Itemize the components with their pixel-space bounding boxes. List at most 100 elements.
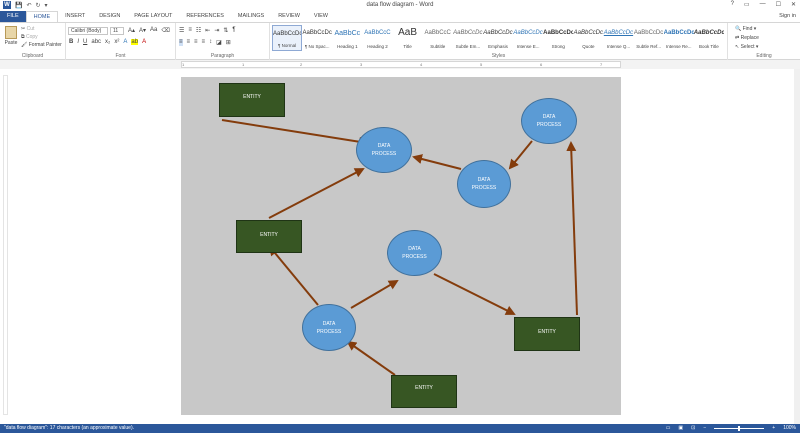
- style-title[interactable]: AaB Title: [393, 25, 423, 51]
- tab-insert[interactable]: INSERT: [65, 13, 86, 19]
- read-mode-icon[interactable]: ▭: [665, 425, 671, 431]
- style-intense-emphasis[interactable]: AaBbCcDc Intense E...: [513, 25, 543, 51]
- text-effects-icon[interactable]: A: [123, 39, 128, 45]
- zoom-in-button[interactable]: +: [772, 425, 776, 431]
- italic-button[interactable]: I: [77, 39, 80, 45]
- maximize-button[interactable]: ☐: [775, 2, 781, 8]
- sort-icon[interactable]: ⇅: [223, 28, 229, 34]
- font-family-select[interactable]: Calibri (Body): [68, 27, 108, 35]
- style-heading-2[interactable]: AaBbCcC Heading 2: [362, 25, 392, 51]
- zoom-out-button[interactable]: −: [703, 425, 707, 431]
- vertical-ruler[interactable]: [3, 75, 8, 415]
- paragraph-row-1: ☰ ≡ ☷ ⇤ ⇥ ⇅ ¶: [179, 27, 236, 34]
- clear-format-icon[interactable]: ⌫: [161, 28, 170, 34]
- format-painter-button[interactable]: 🖌 Format Painter: [21, 42, 62, 48]
- underline-button[interactable]: U: [83, 39, 88, 45]
- style-subtle-emphasis[interactable]: AaBbCcDc Subtle Em...: [453, 25, 483, 51]
- zoom-slider-thumb[interactable]: [738, 426, 741, 431]
- editing-items: 🔍 Find ▾ ⇄ Replace ↖ Select ▾: [735, 25, 759, 52]
- entity-3[interactable]: ENTITY: [514, 317, 580, 351]
- subscript-icon[interactable]: x₂: [105, 39, 111, 45]
- entity-4[interactable]: ENTITY: [391, 375, 457, 408]
- style-intense-reference[interactable]: AaBbCcDc Intense Re...: [664, 25, 694, 51]
- help-button[interactable]: ?: [730, 1, 734, 7]
- customize-qat-icon[interactable]: ▾: [44, 2, 48, 9]
- style-preview: AaBbCcDc: [302, 30, 332, 36]
- replace-button[interactable]: ⇄ Replace: [735, 35, 759, 41]
- style-subtitle[interactable]: AaBbCcC Subtitle: [423, 25, 453, 51]
- style-preview: AaBbCcDc: [663, 30, 694, 36]
- horizontal-ruler[interactable]: 1 1 2 3 4 5 6 7: [181, 61, 621, 68]
- sign-in-link[interactable]: Sign in: [779, 13, 796, 19]
- grow-font-icon[interactable]: A▴: [128, 28, 136, 34]
- style-emphasis[interactable]: AaBbCcDc Emphasis: [483, 25, 513, 51]
- copy-button[interactable]: ⧉ Copy: [21, 34, 38, 40]
- font-size-select[interactable]: 11: [110, 27, 124, 35]
- quick-access-toolbar: W 💾 ↶ ↻ ▾: [3, 1, 48, 9]
- close-button[interactable]: ✕: [790, 2, 796, 8]
- zoom-slider[interactable]: [714, 426, 765, 431]
- increase-indent-icon[interactable]: ⇥: [214, 28, 220, 34]
- change-case-icon[interactable]: Aa: [150, 27, 158, 33]
- align-left-icon[interactable]: ≡: [179, 39, 183, 46]
- style-normal[interactable]: AaBbCcDc ¶ Normal: [272, 25, 303, 51]
- shading-icon[interactable]: ◪: [216, 40, 222, 46]
- process-4[interactable]: DATA PROCESS: [387, 230, 442, 276]
- tab-mailings[interactable]: MAILINGS: [237, 13, 265, 19]
- show-formatting-button[interactable]: ¶: [232, 27, 236, 33]
- tab-references[interactable]: REFERENCES: [186, 13, 224, 19]
- tab-view[interactable]: VIEW: [313, 13, 328, 19]
- undo-icon[interactable]: ↶: [26, 2, 32, 9]
- strikethrough-icon[interactable]: abc: [91, 39, 102, 45]
- style-quote[interactable]: AaBbCcDc Quote: [573, 25, 603, 51]
- entity-1[interactable]: ENTITY: [219, 83, 285, 117]
- tab-review[interactable]: REVIEW: [278, 13, 300, 19]
- redo-icon[interactable]: ↻: [35, 2, 41, 9]
- entity-2[interactable]: ENTITY: [236, 220, 302, 253]
- minimize-button[interactable]: —: [759, 1, 766, 7]
- select-button[interactable]: ↖ Select ▾: [735, 44, 759, 50]
- tab-home[interactable]: HOME: [25, 11, 59, 22]
- align-center-icon[interactable]: ≡: [186, 39, 191, 45]
- process-5[interactable]: DATA PROCESS: [302, 304, 356, 351]
- decrease-indent-icon[interactable]: ⇤: [205, 28, 211, 34]
- process-label: DATA PROCESS: [371, 143, 397, 157]
- justify-icon[interactable]: ≡: [201, 39, 206, 45]
- style-subtle-reference[interactable]: AaBbCcDc Subtle Ref...: [634, 25, 664, 51]
- style-no-spacing[interactable]: AaBbCcDc ¶ No Spac...: [302, 25, 332, 51]
- font-color-icon[interactable]: A: [142, 39, 147, 45]
- superscript-icon[interactable]: x²: [114, 39, 120, 45]
- paste-button[interactable]: Paste: [4, 26, 18, 46]
- process-2[interactable]: DATA PROCESS: [457, 160, 511, 208]
- style-strong[interactable]: AaBbCcDc Strong: [543, 25, 573, 51]
- style-book-title[interactable]: AaBbCcDc Book Title: [694, 25, 724, 51]
- style-heading-1[interactable]: AaBbCc Heading 1: [332, 25, 362, 51]
- drawing-canvas[interactable]: ENTITY ENTITY ENTITY ENTITY DATA PROCESS…: [181, 77, 621, 415]
- style-name: Strong: [551, 44, 565, 49]
- highlight-icon[interactable]: ab: [131, 39, 139, 45]
- ruler-number: 4: [420, 62, 423, 67]
- shrink-font-icon[interactable]: A▾: [139, 28, 147, 34]
- vertical-scrollbar[interactable]: [794, 69, 800, 424]
- ribbon-display-button[interactable]: ▭: [743, 2, 750, 8]
- tab-file[interactable]: FILE: [0, 11, 26, 22]
- process-3[interactable]: DATA PROCESS: [521, 98, 577, 144]
- bullets-icon[interactable]: ☰: [179, 28, 185, 34]
- process-1[interactable]: DATA PROCESS: [356, 127, 412, 173]
- align-right-icon[interactable]: ≡: [194, 39, 198, 45]
- cut-button[interactable]: ✂ Cut: [21, 26, 35, 32]
- borders-icon[interactable]: ⊞: [225, 40, 231, 46]
- find-button[interactable]: 🔍 Find ▾: [735, 26, 757, 32]
- zoom-level[interactable]: 100%: [783, 425, 796, 431]
- tab-page-layout[interactable]: PAGE LAYOUT: [134, 13, 173, 19]
- bold-button[interactable]: B: [69, 39, 74, 45]
- line-spacing-icon[interactable]: ↕: [209, 39, 213, 45]
- web-layout-icon[interactable]: ⊡: [691, 425, 696, 431]
- tab-design[interactable]: DESIGN: [99, 13, 121, 19]
- save-icon[interactable]: 💾: [15, 2, 23, 9]
- numbering-icon[interactable]: ≡: [188, 27, 192, 33]
- style-intense-quote[interactable]: AaBbCcDc Intense Q...: [603, 25, 633, 51]
- process-label: DATA PROCESS: [536, 114, 562, 128]
- multilevel-list-icon[interactable]: ☷: [195, 28, 202, 34]
- print-layout-icon[interactable]: ▣: [678, 425, 684, 431]
